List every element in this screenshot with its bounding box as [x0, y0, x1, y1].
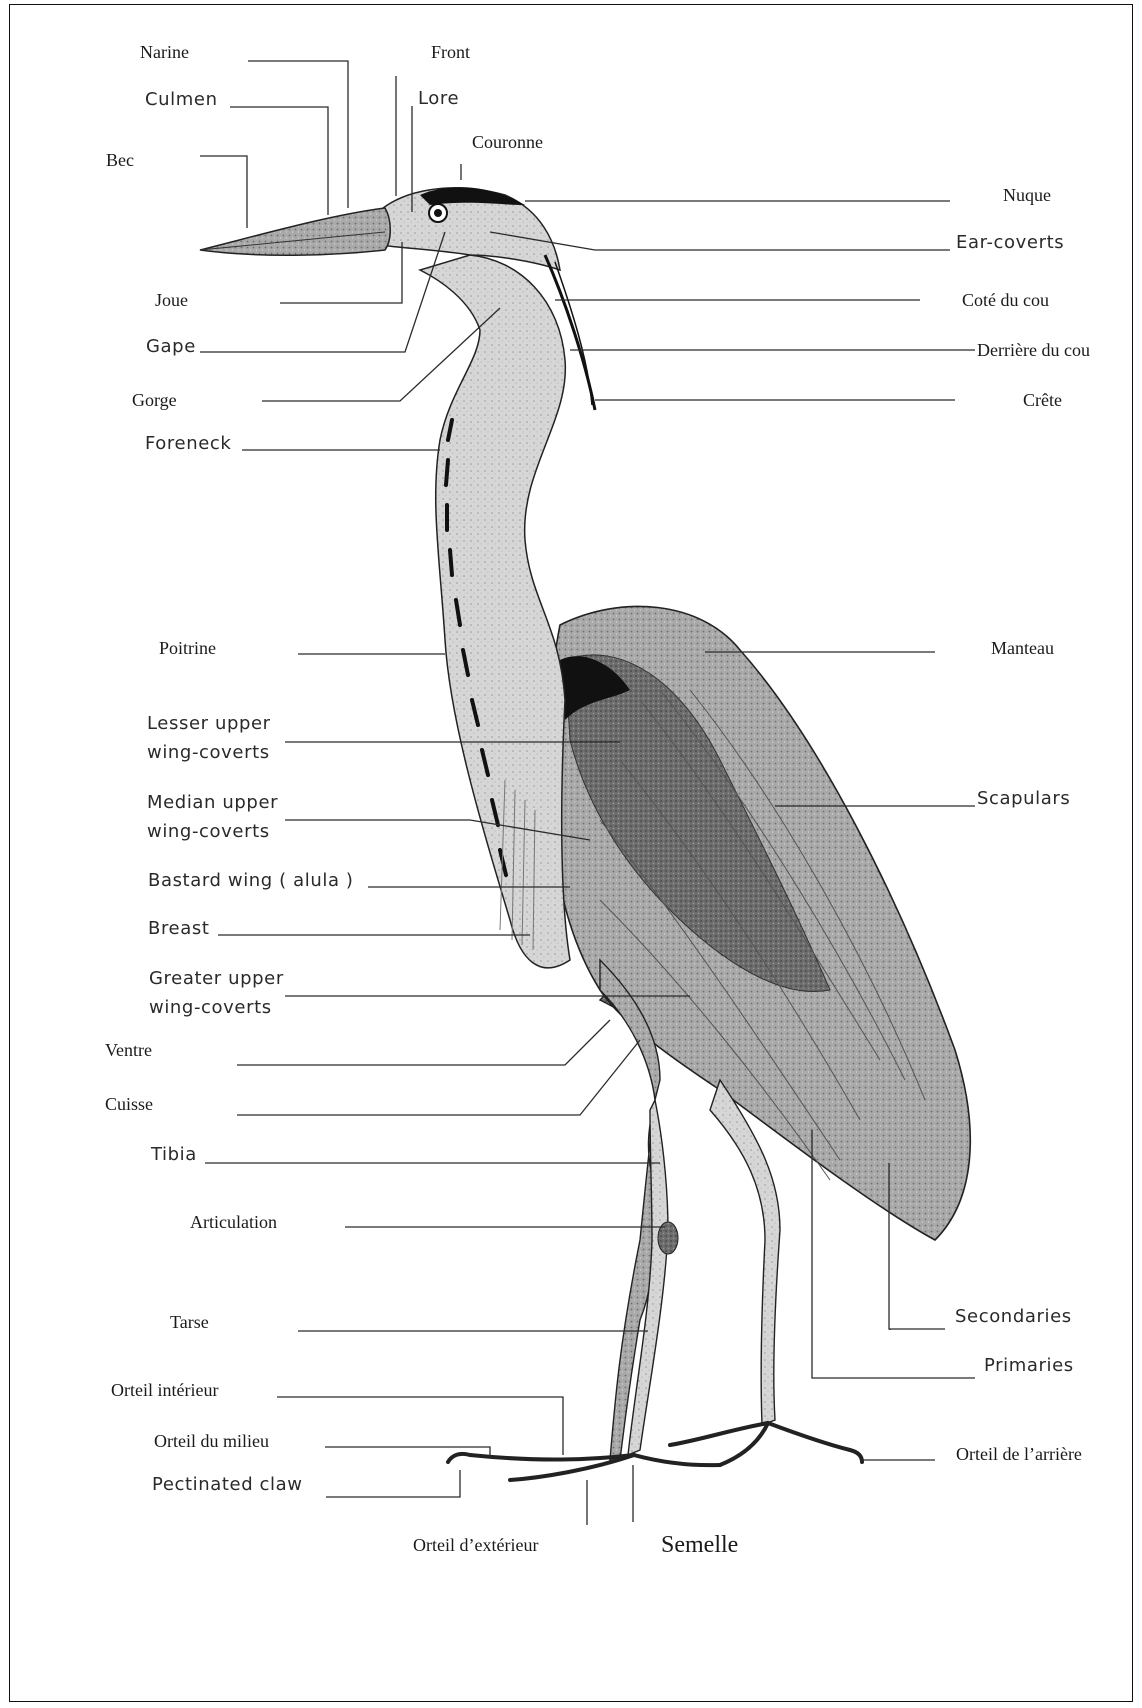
heron-back-leg — [710, 1080, 780, 1425]
heron-back-foot — [670, 1423, 862, 1465]
label-lesser-upper-line1: Lesser upper — [147, 714, 271, 735]
label-scapulars: Scapulars — [977, 789, 1070, 810]
label-median-upper-line2: wing-coverts — [147, 822, 270, 843]
label-ear-coverts: Ear-coverts — [956, 233, 1064, 254]
label-gorge: Gorge — [132, 390, 177, 411]
label-secondaries: Secondaries — [955, 1307, 1072, 1328]
label-culmen: Culmen — [145, 90, 218, 111]
label-orteil-arriere: Orteil de l’arrière — [956, 1444, 1082, 1465]
label-foreneck: Foreneck — [145, 434, 231, 455]
label-tarse: Tarse — [170, 1312, 209, 1333]
label-narine: Narine — [140, 42, 189, 63]
label-joue: Joue — [155, 290, 188, 311]
label-cote-du-cou: Coté du cou — [962, 290, 1049, 311]
heron-illustration — [200, 187, 970, 1480]
label-orteil-du-milieu: Orteil du milieu — [154, 1431, 269, 1452]
label-primaries: Primaries — [984, 1356, 1074, 1377]
label-greater-upper-line2: wing-coverts — [149, 998, 272, 1019]
label-crete: Crête — [1023, 390, 1062, 411]
label-couronne: Couronne — [472, 132, 543, 153]
label-cuisse: Cuisse — [105, 1094, 153, 1115]
label-greater-upper-line1: Greater upper — [149, 969, 284, 990]
label-median-upper-line1: Median upper — [147, 793, 278, 814]
label-bastard-wing: Bastard wing ( alula ) — [148, 871, 354, 892]
heron-front-foot — [448, 1454, 720, 1480]
label-gape: Gape — [146, 337, 196, 358]
label-semelle: Semelle — [661, 1532, 738, 1560]
label-orteil-exterieur: Orteil d’extérieur — [413, 1535, 538, 1556]
label-orteil-interieur: Orteil intérieur — [111, 1380, 218, 1401]
label-articulation: Articulation — [190, 1212, 277, 1233]
label-lesser-upper-line2: wing-coverts — [147, 743, 270, 764]
label-ventre: Ventre — [105, 1040, 152, 1061]
label-breast: Breast — [148, 919, 210, 940]
label-nuque: Nuque — [1003, 185, 1051, 206]
label-pectinated-claw: Pectinated claw — [152, 1475, 303, 1496]
label-tibia: Tibia — [151, 1145, 197, 1166]
label-lore: Lore — [418, 89, 459, 110]
label-poitrine: Poitrine — [159, 638, 216, 659]
label-manteau: Manteau — [991, 638, 1054, 659]
label-derriere-du-cou: Derrière du cou — [977, 340, 1090, 361]
label-front: Front — [431, 42, 470, 63]
label-bec: Bec — [106, 150, 134, 171]
heron-bill — [200, 208, 390, 255]
